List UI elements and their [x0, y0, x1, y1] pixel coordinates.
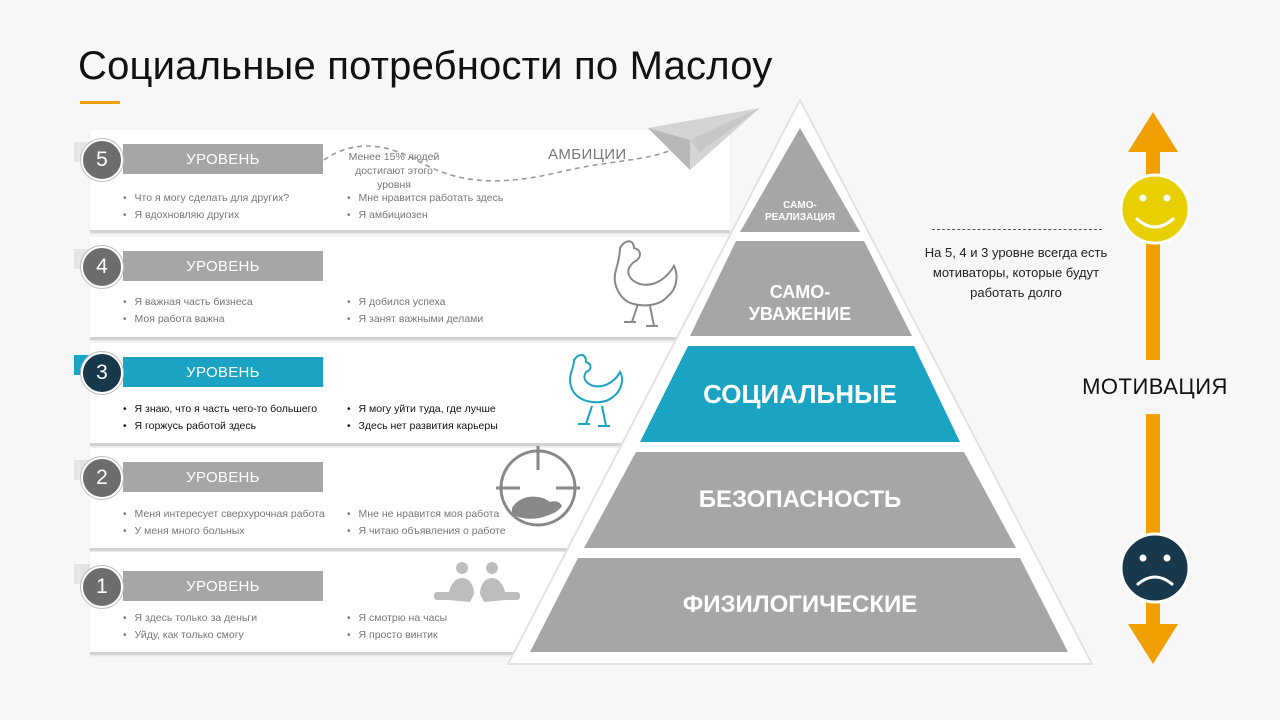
level-right-list: Мне не нравится моя работа Я читаю объяв…	[347, 506, 506, 540]
list-item: Я добился успеха	[347, 294, 483, 311]
side-note-divider	[932, 229, 1102, 230]
page-title: Социальные потребности по Маслоу	[78, 44, 773, 88]
pyramid-label-self-esteem: САМО- УВАЖЕНИЕ	[748, 281, 852, 325]
pyramid-level-self-actualization	[740, 128, 860, 232]
pyramid-label-safety: БЕЗОПАСНОСТЬ	[698, 486, 902, 513]
level-right-list: Я смотрю на часы Я просто винтик	[347, 610, 448, 644]
level-number: 2	[81, 457, 123, 499]
level-left-list: Я здесь только за деньги Уйду, как тольк…	[123, 610, 258, 644]
level-label: УРОВЕНЬ	[123, 357, 323, 387]
crosshair-rat-icon	[496, 446, 580, 527]
sitting-people-icon	[434, 562, 520, 602]
level-row-3: УРОВЕНЬ 3 Я знаю, что я часть чего-то бо…	[74, 343, 730, 451]
level-number: 5	[81, 139, 123, 181]
happy-face-icon	[1119, 173, 1191, 245]
side-note: На 5, 4 и 3 уровне всегда есть мотиватор…	[924, 245, 1108, 300]
hen-icon	[613, 240, 678, 327]
level-number: 1	[81, 566, 123, 608]
level-right-list: Я могу уйти туда, где лучше Здесь нет ра…	[347, 401, 498, 435]
list-item: Здесь нет развития карьеры	[347, 418, 498, 435]
list-item: Я смотрю на часы	[347, 610, 448, 627]
level-label: УРОВЕНЬ	[123, 251, 323, 281]
list-item: Я знаю, что я часть чего-то большего	[123, 401, 318, 418]
pyramid	[506, 97, 1094, 665]
title-underline	[80, 101, 120, 104]
level-number: 4	[81, 246, 123, 288]
list-item: Я просто винтик	[347, 627, 447, 644]
list-item: Что я могу сделать для других?	[123, 190, 290, 207]
level-left-list: Я важная часть бизнеса Моя работа важна	[123, 294, 253, 328]
ambition-wave	[323, 145, 673, 182]
list-item: Я важная часть бизнеса	[123, 294, 253, 311]
list-item: Уйду, как только смогу	[123, 627, 257, 644]
level-row-5: УРОВЕНЬ 5 Что я могу сделать для других?…	[74, 130, 730, 238]
level-label: УРОВЕНЬ	[123, 571, 323, 601]
list-item: Я вдохновляю других	[123, 207, 289, 224]
list-item: Меня интересует сверхурочная работа	[123, 506, 325, 523]
level-left-list: Меня интересует сверхурочная работа У ме…	[123, 506, 325, 540]
level-right-list: Я добился успеха Я занят важными делами	[347, 294, 484, 328]
list-item: Я здесь только за деньги	[123, 610, 258, 627]
level-left-list: Что я могу сделать для других? Я вдохнов…	[123, 190, 290, 224]
arrow-up-icon	[1128, 112, 1178, 152]
list-item: Я могу уйти туда, где лучше	[347, 401, 498, 418]
level5-note: Менее 15% людей достигают этого уровня	[348, 151, 440, 191]
arrow-down-icon	[1128, 624, 1178, 664]
pyramid-level-physiological	[530, 558, 1068, 652]
level-number: 3	[81, 352, 123, 394]
paper-plane-icon	[648, 108, 760, 170]
motivation-label: МОТИВАЦИЯ	[1082, 374, 1228, 399]
level-label: УРОВЕНЬ	[123, 462, 323, 492]
list-item: Я занят важными делами	[347, 311, 484, 328]
pyramid-level-social	[640, 346, 960, 442]
pyramid-label-self-actualization: САМО- РЕАЛИЗАЦИЯ	[764, 199, 836, 224]
pyramid-level-safety	[584, 452, 1016, 548]
chicken-icon	[569, 354, 623, 427]
pyramid-label-social: СОЦИАЛЬНЫЕ	[703, 378, 897, 409]
list-item: У меня много больных	[123, 523, 325, 540]
list-item: Я горжусь работой здесь	[123, 418, 317, 435]
list-item: Мне не нравится моя работа	[347, 506, 506, 523]
list-item: Мне нравится работать здесь	[347, 190, 504, 207]
level-label: УРОВЕНЬ	[123, 144, 323, 174]
ambitions-label: АМБИЦИИ	[548, 146, 627, 163]
list-item: Я читаю объявления о работе	[347, 523, 506, 540]
list-item: Моя работа важна	[123, 311, 253, 328]
level-right-list: Мне нравится работать здесь Я амбициозен	[347, 190, 504, 224]
level-left-list: Я знаю, что я часть чего-то большего Я г…	[123, 401, 318, 435]
list-item: Я амбициозен	[347, 207, 503, 224]
sad-face-icon	[1119, 532, 1191, 604]
pyramid-level-self-esteem	[690, 241, 912, 336]
pyramid-label-physiological: ФИЗИЛОГИЧЕСКИЕ	[682, 591, 918, 618]
